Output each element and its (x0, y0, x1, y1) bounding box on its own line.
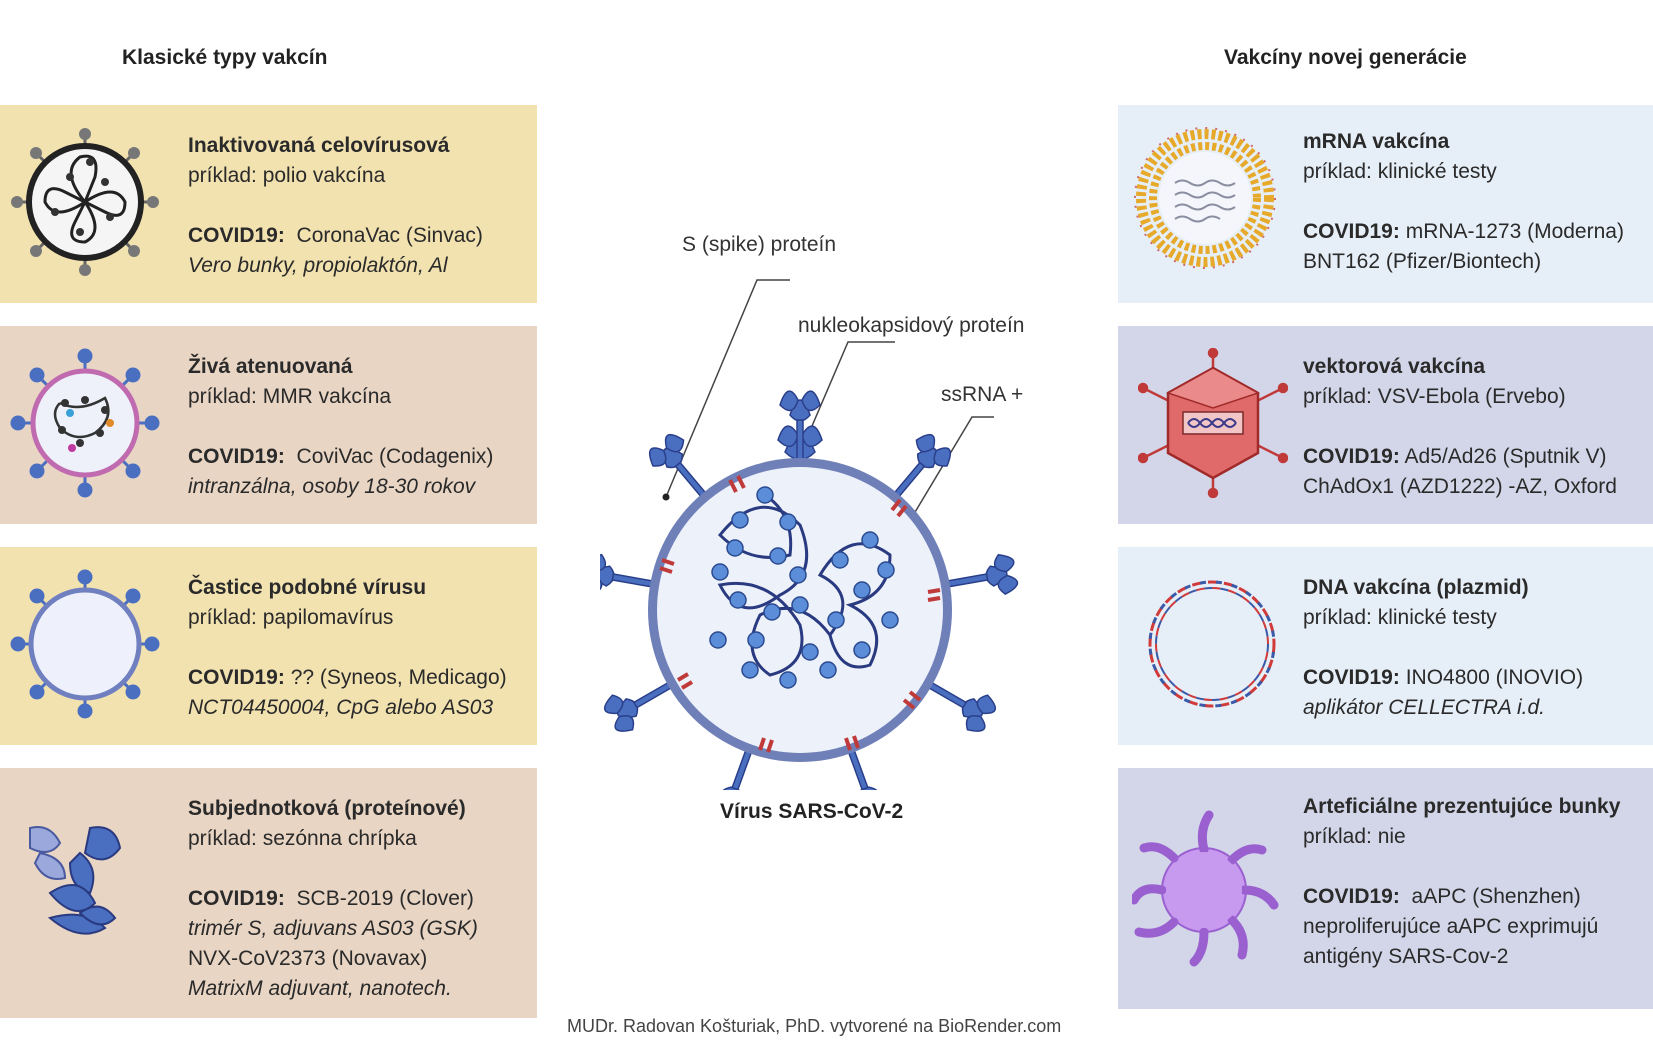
spike-protein-label: S (spike) proteín (682, 233, 837, 256)
sars-cov-2-virus-illustration (600, 279, 1019, 790)
covid-label: COVID19: (1303, 666, 1400, 689)
covid-value: mRNA-1273 (Moderna) (1405, 220, 1624, 243)
card-aapc: Arteficiálne prezentujúce bunky príklad:… (1118, 768, 1653, 1009)
card-title: Subjednotková (proteínové) (188, 797, 466, 820)
card-example: príklad: klinické testy (1303, 160, 1497, 183)
covid-label: COVID19: (1303, 220, 1400, 243)
covid-label: COVID19: (1303, 885, 1400, 908)
card-extra: Vero bunky, propiolaktón, Al (188, 254, 448, 277)
card-extra: trimér S, adjuvans AS03 (GSK) (188, 917, 478, 940)
inactivated-virus-icon (11, 128, 159, 276)
virus-like-particle-icon (10, 569, 160, 719)
card-dna: DNA vakcína (plazmid) príklad: klinické … (1118, 547, 1653, 745)
card-extra: ChAdOx1 (AZD1222) -AZ, Oxford (1303, 475, 1617, 498)
covid-label: COVID19: (188, 224, 285, 247)
card-extra: MatrixM adjuvant, nanotech. (188, 977, 452, 1000)
card-vector: vektorová vakcína príklad: VSV-Ebola (Er… (1118, 326, 1653, 524)
card-example: príklad: nie (1303, 825, 1406, 848)
card-extra: NVX-CoV2373 (Novavax) (188, 947, 428, 970)
covid-label: COVID19: (188, 887, 285, 910)
card-title: vektorová vakcína (1303, 355, 1486, 378)
covid-value: aAPC (Shenzhen) (1411, 885, 1581, 908)
covid-value: Ad5/Ad26 (Sputnik V) (1404, 445, 1607, 468)
card-inactivated: Inaktivovaná celovírusová príklad: polio… (0, 105, 537, 303)
virus-title: Vírus SARS-CoV-2 (720, 800, 904, 823)
covid-label: COVID19: (188, 666, 285, 689)
ssrna-label: ssRNA + (941, 383, 1024, 406)
card-title: mRNA vakcína (1303, 130, 1450, 153)
card-mrna: mRNA vakcína príklad: klinické testy COV… (1118, 105, 1653, 303)
covid-value: INO4800 (INOVIO) (1405, 666, 1584, 689)
card-example: príklad: VSV-Ebola (Ervebo) (1303, 385, 1566, 408)
card-title: Inaktivovaná celovírusová (188, 134, 450, 157)
card-title: Živá atenuovaná (188, 355, 353, 378)
left-column-title: Klasické typy vakcín (122, 46, 328, 69)
covid-value: SCB-2019 (Clover) (296, 887, 474, 910)
right-column-title: Vakcíny novej generácie (1224, 46, 1467, 69)
mrna-nanoparticle-icon (1134, 127, 1276, 269)
card-example: príklad: sezónna chrípka (188, 827, 417, 850)
card-title: Arteficiálne prezentujúce bunky (1303, 795, 1621, 818)
card-subunit: Subjednotková (proteínové) príklad: sezó… (0, 768, 537, 1018)
card-example: príklad: polio vakcína (188, 164, 386, 187)
card-example: príklad: MMR vakcína (188, 385, 392, 408)
protein-subunit-icon (29, 826, 122, 935)
dna-plasmid-icon (1148, 580, 1276, 708)
card-vlp: Častice podobné vírusu príklad: papiloma… (0, 547, 537, 745)
card-extra: NCT04450004, CpG alebo AS03 (188, 696, 494, 719)
live-attenuated-virus-icon (10, 348, 160, 498)
viral-vector-icon (1138, 348, 1288, 498)
card-live-attenuated: Živá atenuovaná príklad: MMR vakcína COV… (0, 326, 537, 524)
card-example: príklad: papilomavírus (188, 606, 394, 629)
card-extra: aplikátor CELLECTRA i.d. (1303, 696, 1545, 719)
covid-value: CoronaVac (Sinvac) (296, 224, 483, 247)
covid-value: CoviVac (Codagenix) (296, 445, 494, 468)
covid-label: COVID19: (1303, 445, 1400, 468)
nucleocapsid-label: nukleokapsidový proteín (798, 314, 1025, 337)
covid-value: ?? (Syneos, Medicago) (290, 666, 507, 689)
card-extra: antigény SARS-Cov-2 (1303, 945, 1509, 968)
card-title: Častice podobné vírusu (188, 576, 427, 599)
card-extra: neproliferujúce aAPC exprimujú (1303, 915, 1599, 938)
card-extra: BNT162 (Pfizer/Biontech) (1303, 250, 1542, 273)
footer-credit: MUDr. Radovan Košturiak, PhD. vytvorené … (567, 1016, 1062, 1036)
covid-label: COVID19: (188, 445, 285, 468)
card-extra: intranzálna, osoby 18-30 rokov (188, 475, 476, 498)
card-example: príklad: klinické testy (1303, 606, 1497, 629)
artificial-apc-cell-icon (1132, 810, 1279, 967)
card-title: DNA vakcína (plazmid) (1303, 576, 1529, 599)
